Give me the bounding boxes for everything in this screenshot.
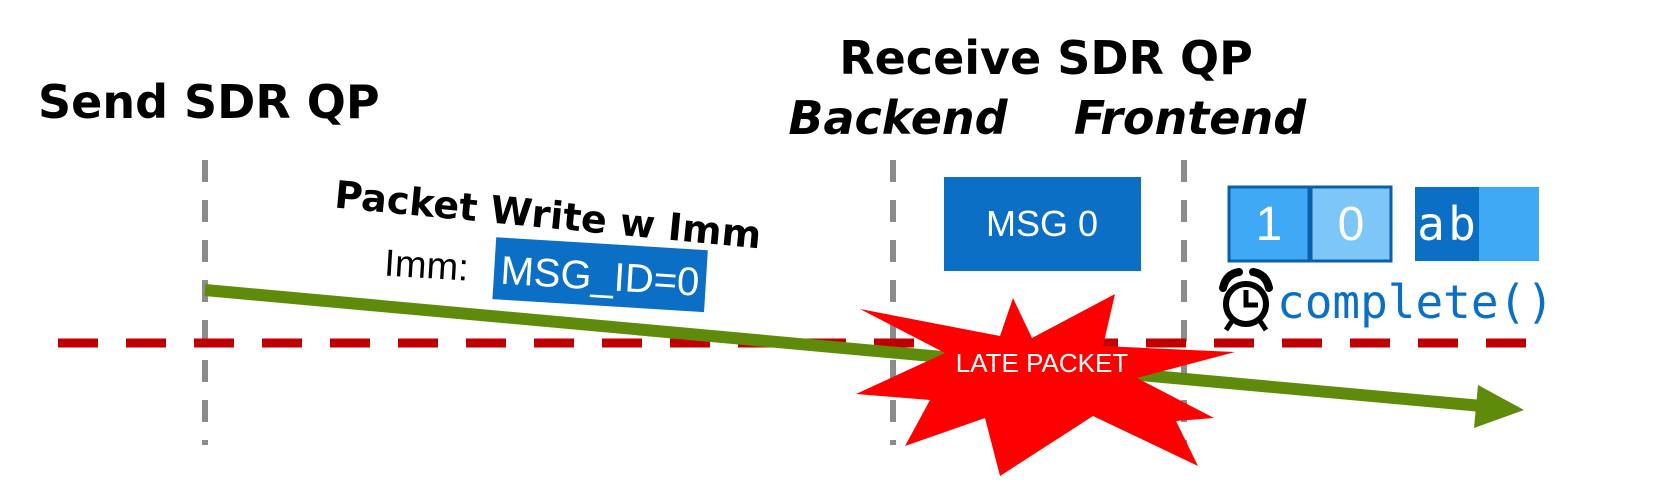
packet-arrow [204, 284, 1483, 412]
late-packet-starburst [856, 294, 1235, 476]
message-box [944, 177, 1141, 271]
imm-value-highlight [492, 237, 708, 313]
alarm-clock-icon [1219, 268, 1273, 332]
send-qp-title: Send SDR QP [38, 75, 380, 129]
bitmap-cell-value: 0 [1338, 198, 1365, 251]
bitmap-cell-value: 1 [1256, 198, 1283, 251]
imm-group: Imm: MSG_ID=0 [383, 237, 708, 313]
imm-prefix: Imm: [383, 243, 470, 290]
bitmap-cell [1309, 185, 1393, 263]
bitmap-cell [1227, 185, 1311, 263]
receive-qp-title: Receive SDR QP [839, 31, 1253, 85]
packet-arrowhead [1474, 385, 1524, 428]
frontend-label: Frontend [1074, 91, 1307, 145]
data-cell-value: a [1417, 197, 1445, 251]
data-cell [1479, 187, 1539, 261]
message-box-label: MSG 0 [986, 203, 1098, 244]
complete-call: complete() [1277, 275, 1554, 329]
bitmap-group: 1 0 a b [1227, 185, 1539, 263]
data-cell-value: b [1448, 197, 1476, 251]
data-cell [1415, 187, 1479, 261]
late-packet-label: LATE PACKET [956, 348, 1129, 378]
backend-label: Backend [788, 91, 1008, 145]
